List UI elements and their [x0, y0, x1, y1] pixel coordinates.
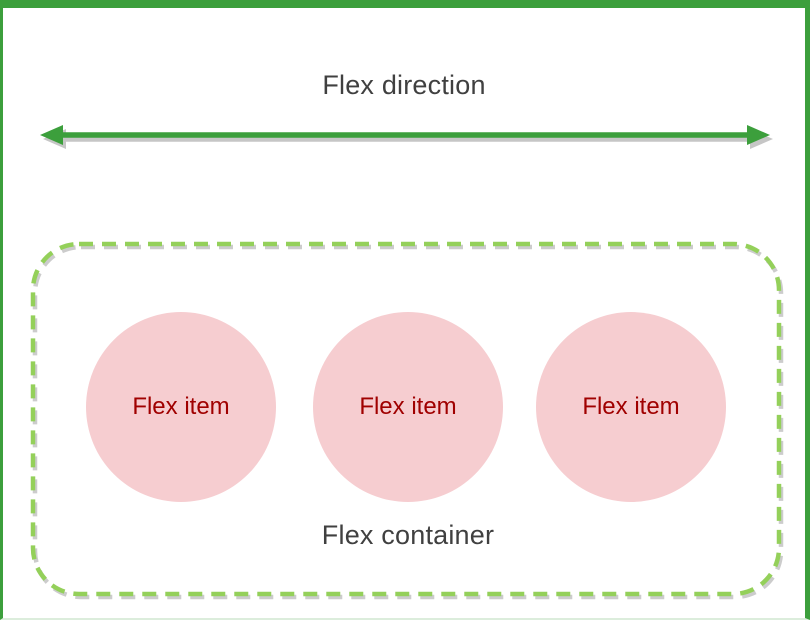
flex-item-circle-2: Flex item	[313, 312, 503, 502]
flex-direction-title: Flex direction	[322, 70, 486, 100]
flex-item-circle-3: Flex item	[536, 312, 726, 502]
arrow-shadow	[43, 129, 773, 149]
flex-container-dashed-border	[30, 241, 782, 597]
flex-item-circle-1: Flex item	[86, 312, 276, 502]
flex-item-label: Flex item	[132, 393, 230, 420]
arrow-body	[40, 125, 770, 145]
flex-item-label: Flex item	[359, 393, 457, 420]
flex-item-label: Flex item	[582, 393, 680, 420]
flex-container-box	[30, 241, 782, 597]
flex-direction-arrow-icon	[40, 125, 773, 149]
flex-container-label: Flex container	[321, 520, 495, 550]
